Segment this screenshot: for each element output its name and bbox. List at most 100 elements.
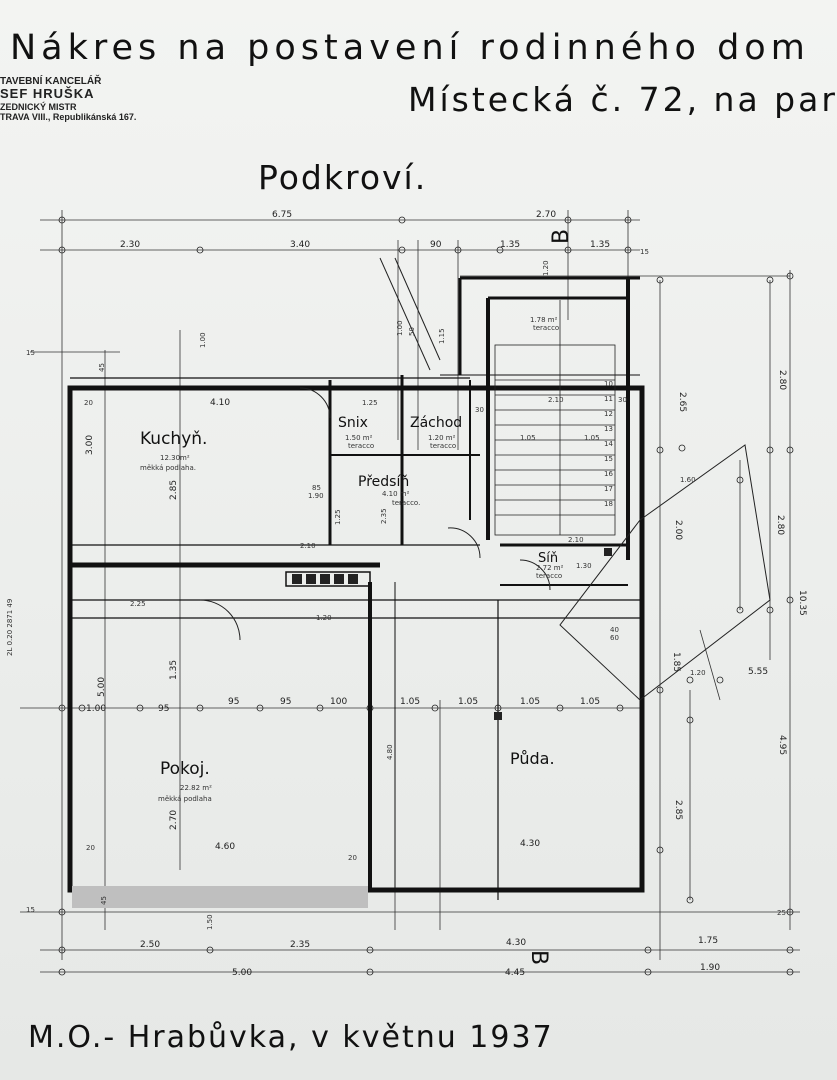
chimneys <box>292 548 612 720</box>
misc-dim-20: 15 <box>26 349 35 357</box>
stair-landing-area: 1.78 m² <box>530 316 558 324</box>
room-snix-floor: teracco <box>348 442 374 450</box>
room-kuchyn-area: 12.30m² <box>160 454 190 462</box>
room-pokoj-name: Pokoj. <box>160 759 210 779</box>
dim-mid-3: 95 <box>228 697 239 707</box>
misc-dim-19: 20 <box>348 854 357 862</box>
misc-dim-17: 20 <box>84 399 93 407</box>
staircase <box>494 300 616 536</box>
misc-dim-9: 2.25 <box>130 600 146 608</box>
room-kuchyn-name: Kuchyň. <box>140 429 207 449</box>
room-puda-name: Půda. <box>510 749 555 768</box>
dim-right-8: 2.85 <box>673 800 683 820</box>
misc-dim-3: 1.05 <box>520 434 536 442</box>
misc-dimensions: 1.25 2.10 2.10 1.05 1.05 2.35 1.25 4.80 … <box>26 248 786 930</box>
dim-left-3: 5.00 <box>97 677 107 697</box>
dim-bottom1-4: 1.75 <box>698 936 718 946</box>
dim-top-right: 2.70 <box>536 210 556 220</box>
room-sin-area: 2.72 m² <box>536 564 564 572</box>
misc-dim-27: 60 <box>610 634 619 642</box>
room-pokoj-area: 22.82 m² <box>180 784 212 792</box>
stair-step-13: 13 <box>604 425 613 433</box>
stair-step-14: 14 <box>604 440 613 448</box>
dim-mid-6: 1.05 <box>400 697 420 707</box>
dim-left-1: 3.00 <box>85 435 95 455</box>
misc-dim-26: 40 <box>610 626 619 634</box>
dim-mid-5: 100 <box>330 697 347 707</box>
dim-bottom1-2: 2.35 <box>290 940 310 950</box>
dim-bottom1-1: 2.50 <box>140 940 160 950</box>
misc-dim-29: 1.00 <box>396 320 404 336</box>
misc-dim-8: 1.60 <box>680 476 696 484</box>
dim-kitchen-width: 4.10 <box>210 398 230 408</box>
dim-left-5: 2.70 <box>169 810 179 830</box>
dim-left-4: 1.35 <box>169 660 179 680</box>
dim-bottom1-3: 4.30 <box>506 938 526 948</box>
stair-step-11: 11 <box>604 395 613 403</box>
misc-dim-33: 25 <box>777 909 786 917</box>
misc-dim-7: 4.80 <box>386 744 394 760</box>
misc-dim-30: 1.20 <box>542 260 550 276</box>
room-predsin-floor: teracco. <box>392 499 420 507</box>
misc-dim-4: 1.05 <box>584 434 600 442</box>
misc-dim-21: 15 <box>26 906 35 914</box>
room-snix-name: Snix <box>338 415 368 431</box>
dim-top-5: 1.35 <box>590 240 610 250</box>
stair-step-16: 16 <box>604 470 613 478</box>
room-predsin-area: 4.10 m² <box>382 490 410 498</box>
stamp-line-4: TRAVA VIII., Republikánská 167. <box>0 111 137 122</box>
dim-mid-1: 1.00 <box>86 704 106 714</box>
misc-dim-25: 30 <box>618 396 627 404</box>
misc-dim-0: 1.25 <box>362 399 378 407</box>
dim-mid-4: 95 <box>280 697 291 707</box>
dim-right-7: 1.85 <box>671 652 681 672</box>
dimension-labels: 6.75 2.70 2.30 3.40 90 1.35 1.35 4.10 4.… <box>85 210 807 978</box>
room-zachod-area: 1.20 m² <box>428 434 456 442</box>
misc-dim-13: 2.10 <box>300 542 316 550</box>
room-zachod-name: Záchod <box>410 415 462 431</box>
margin-note: 2L 0.20 2871 49 <box>6 599 14 656</box>
misc-dim-16: 1.90 <box>308 492 324 500</box>
misc-dim-2: 2.10 <box>568 536 584 544</box>
room-sin-floor: teracco <box>536 572 562 580</box>
room-kuchyn-floor: měkká podlaha. <box>140 464 196 472</box>
misc-dim-6: 1.25 <box>334 509 342 525</box>
misc-dim-23: 45 <box>100 896 108 905</box>
stamp-line-3: ZEDNICKÝ MISTR <box>0 101 77 112</box>
room-zachod-floor: teracco <box>430 442 456 450</box>
stair-step-10: 10 <box>604 380 613 388</box>
misc-dim-1: 2.10 <box>548 396 564 404</box>
misc-dim-18: 20 <box>86 844 95 852</box>
dim-bottom2-3: 1.90 <box>700 963 720 973</box>
drawing-title-line2: Místecká č. 72, na par <box>408 80 837 119</box>
dim-top-1: 2.30 <box>120 240 140 250</box>
stair-landing-floor: teracco <box>533 324 559 332</box>
room-snix-area: 1.50 m² <box>345 434 373 442</box>
dim-top-total: 6.75 <box>272 210 292 220</box>
dim-right-3: 10.35 <box>797 590 807 616</box>
stair-step-17: 17 <box>604 485 613 493</box>
dim-right-6: 2.00 <box>673 520 683 540</box>
dim-pokoj-width: 4.60 <box>215 842 235 852</box>
dim-right-4: 4.95 <box>777 735 787 755</box>
dim-puda-width: 4.30 <box>520 839 540 849</box>
misc-dim-5: 2.35 <box>380 508 388 524</box>
misc-dim-12: 1.30 <box>576 562 592 570</box>
dim-bottom2-2: 4.45 <box>505 968 525 978</box>
dim-top-4: 1.35 <box>500 240 520 250</box>
misc-dim-24: 30 <box>475 406 484 414</box>
misc-dim-11: 1.20 <box>690 669 706 677</box>
walls <box>67 276 645 908</box>
dimension-ticks <box>58 216 794 976</box>
roof-lines <box>199 257 771 701</box>
dim-top-3: 90 <box>430 240 442 250</box>
dim-left-2: 2.85 <box>169 480 179 500</box>
dim-right-9: 5.55 <box>748 667 768 677</box>
misc-dim-15: 85 <box>312 484 321 492</box>
dim-right-5: 2.80 <box>775 515 785 535</box>
room-sin-name: Síň <box>538 551 558 566</box>
misc-dim-31: 1.15 <box>438 328 446 344</box>
stamp-line-2: SEF HRUŠKA <box>0 86 95 102</box>
dim-bottom2-1: 5.00 <box>232 968 252 978</box>
